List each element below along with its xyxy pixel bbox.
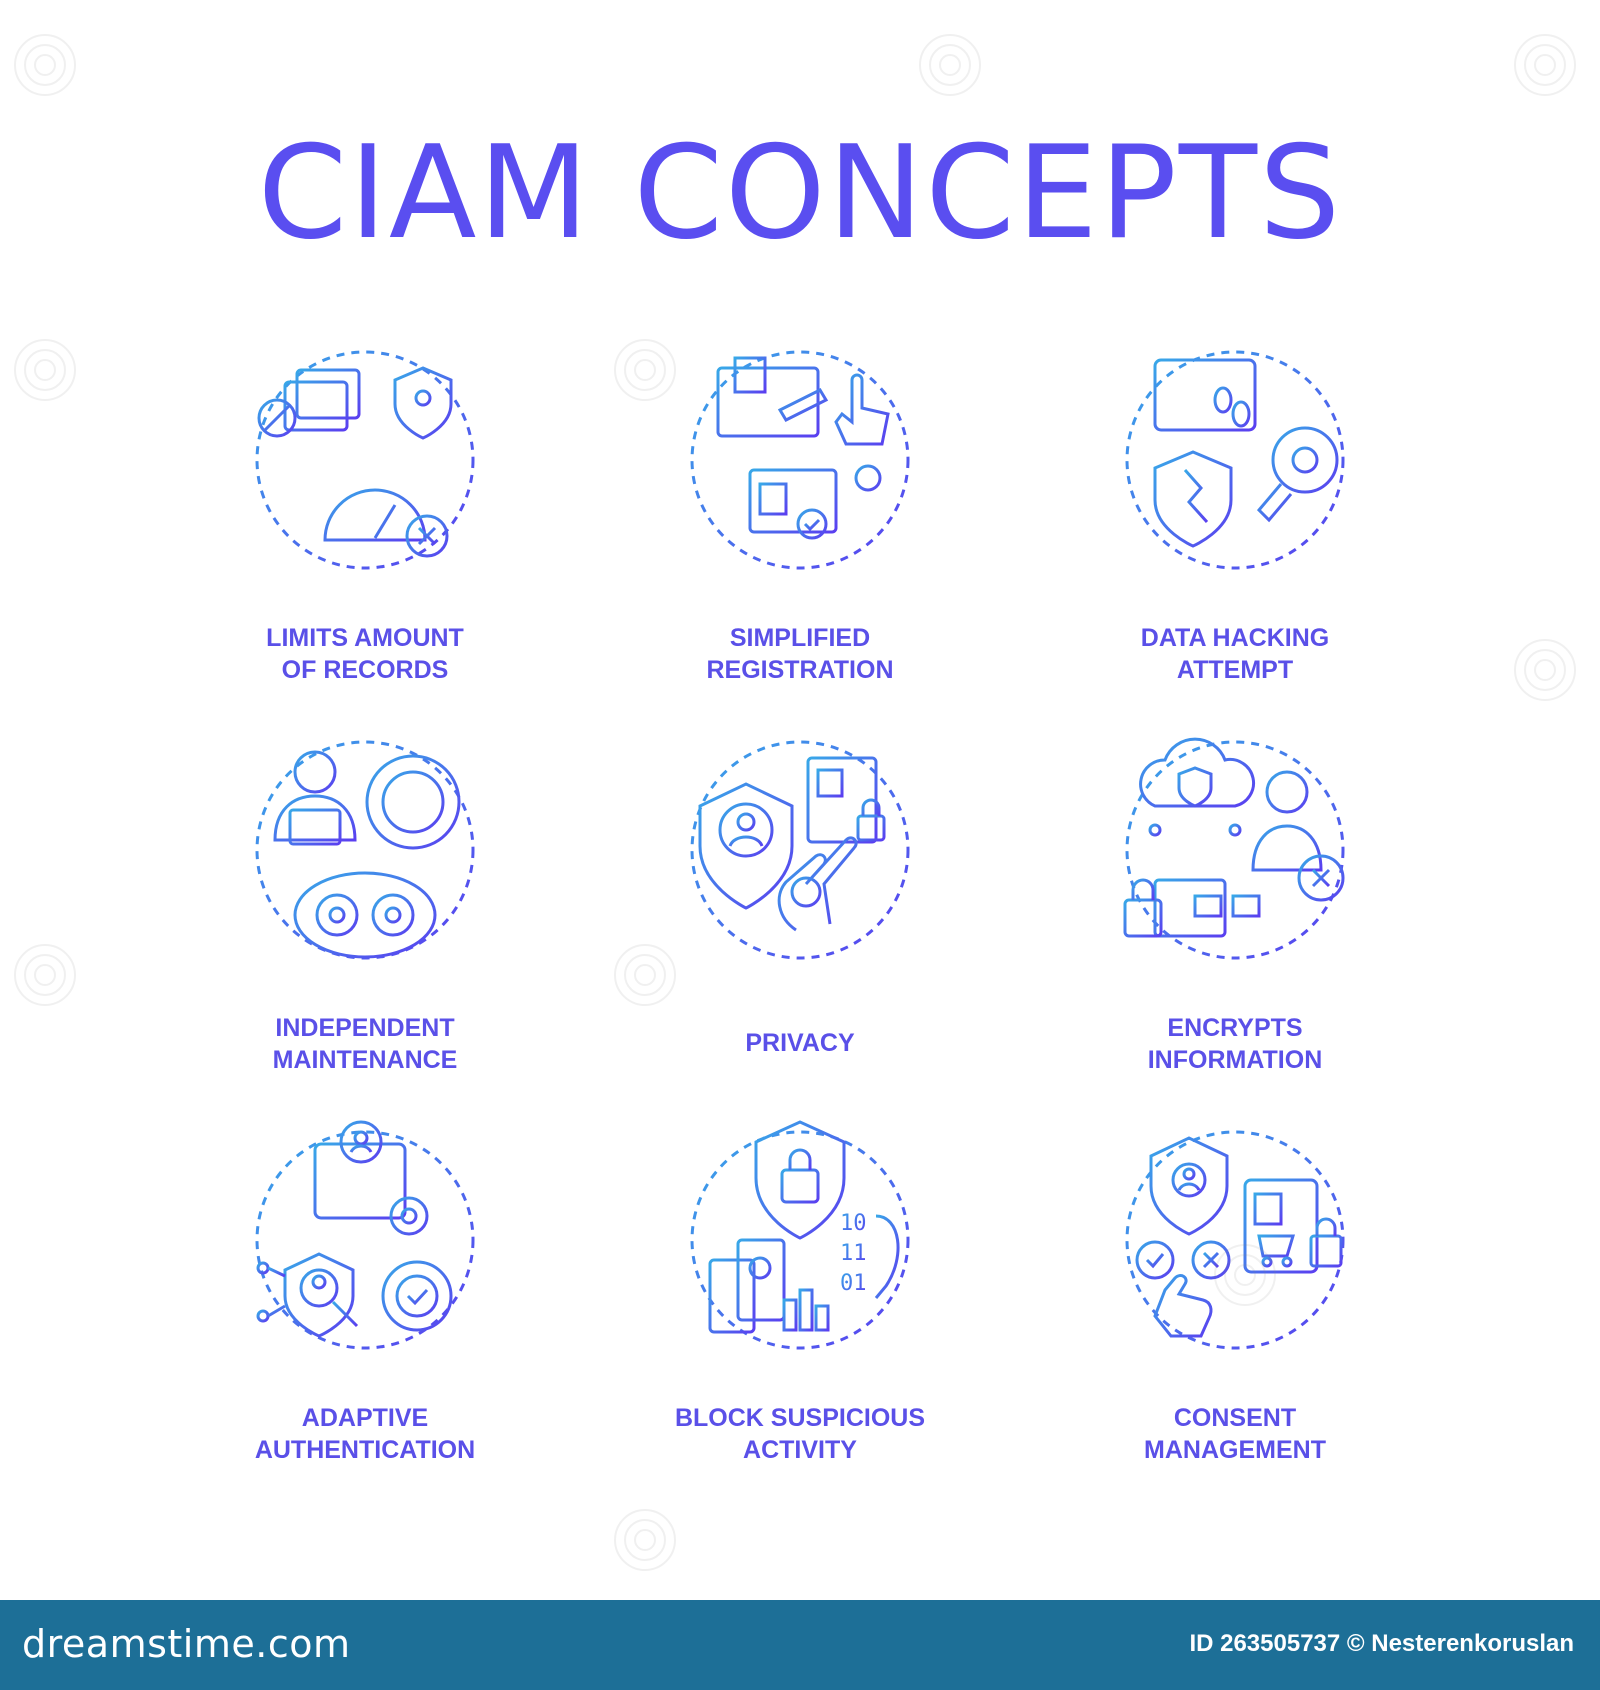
- block-activity-icon: 10 11 01: [690, 1120, 910, 1350]
- label-line-1: SIMPLIFIED: [729, 624, 871, 652]
- concept-label: INDEPENDENT MAINTENANCE: [165, 1012, 565, 1076]
- maintenance-icon: [255, 740, 475, 960]
- hacking-attempt-icon: [1125, 350, 1345, 570]
- encryption-icon: [1123, 737, 1345, 960]
- concept-label: BLOCK SUSPICIOUS ACTIVITY: [600, 1402, 1000, 1466]
- records-limit-icon: [255, 350, 475, 570]
- label-line-1: ENCRYPTS: [1167, 1014, 1303, 1042]
- footer-brand[interactable]: dreamstime.com: [22, 1622, 351, 1666]
- concept-label: PRIVACY: [600, 1027, 1000, 1059]
- privacy-icon: [690, 740, 910, 960]
- watermark-swirl-icon: [1514, 639, 1576, 701]
- concept-label: DATA HACKING ATTEMPT: [1035, 622, 1435, 686]
- concept-label: CONSENT MANAGEMENT: [1035, 1402, 1435, 1466]
- concept-label: LIMITS AMOUNT OF RECORDS: [165, 622, 565, 686]
- label-line-2: AUTHENTICATION: [254, 1436, 476, 1464]
- consent-icon: [1125, 1130, 1345, 1350]
- watermark-swirl-icon: [919, 34, 981, 96]
- label-line-2: MAINTENANCE: [272, 1046, 458, 1074]
- label-line-1: PRIVACY: [745, 1029, 855, 1057]
- concepts-grid: LIMITS AMOUNT OF RECORDS SIMPLIFIED REGI…: [165, 350, 1435, 1466]
- label-line-1: ADAPTIVE: [301, 1404, 429, 1432]
- watermark-swirl-icon: [1514, 34, 1576, 96]
- label-line-1: DATA HACKING: [1140, 624, 1330, 652]
- label-line-2: MANAGEMENT: [1144, 1436, 1326, 1464]
- footer-bar: dreamstime.com ID 263505737 © Nesterenko…: [0, 1600, 1600, 1690]
- label-line-1: LIMITS AMOUNT: [266, 624, 464, 652]
- label-line-1: CONSENT: [1173, 1404, 1297, 1432]
- svg-text:10: 10: [840, 1211, 867, 1236]
- watermark-swirl-icon: [614, 339, 676, 401]
- watermark-swirl-icon: [14, 944, 76, 1006]
- svg-text:01: 01: [840, 1271, 867, 1296]
- adaptive-auth-icon: [255, 1120, 475, 1350]
- watermark-swirl-icon: [614, 1509, 676, 1571]
- concept-label: ENCRYPTS INFORMATION: [1035, 1012, 1435, 1076]
- label-line-2: ACTIVITY: [743, 1436, 857, 1464]
- page-title: CIAM CONCEPTS: [257, 119, 1343, 268]
- concept-label: SIMPLIFIED REGISTRATION: [600, 622, 1000, 686]
- label-line-2: REGISTRATION: [706, 656, 894, 684]
- label-line-1: BLOCK SUSPICIOUS: [674, 1404, 926, 1432]
- watermark-swirl-icon: [1214, 1244, 1276, 1306]
- image-credit: ID 263505737 © Nesterenkoruslan: [1189, 1630, 1574, 1657]
- watermark-swirl-icon: [14, 339, 76, 401]
- label-line-2: INFORMATION: [1147, 1046, 1323, 1074]
- concept-label: ADAPTIVE AUTHENTICATION: [165, 1402, 565, 1466]
- registration-icon: [690, 350, 910, 570]
- svg-text:11: 11: [840, 1241, 867, 1266]
- watermark-swirl-icon: [14, 34, 76, 96]
- label-line-2: ATTEMPT: [1176, 656, 1294, 684]
- label-line-1: INDEPENDENT: [275, 1014, 455, 1042]
- label-line-2: OF RECORDS: [281, 656, 449, 684]
- watermark-swirl-icon: [614, 944, 676, 1006]
